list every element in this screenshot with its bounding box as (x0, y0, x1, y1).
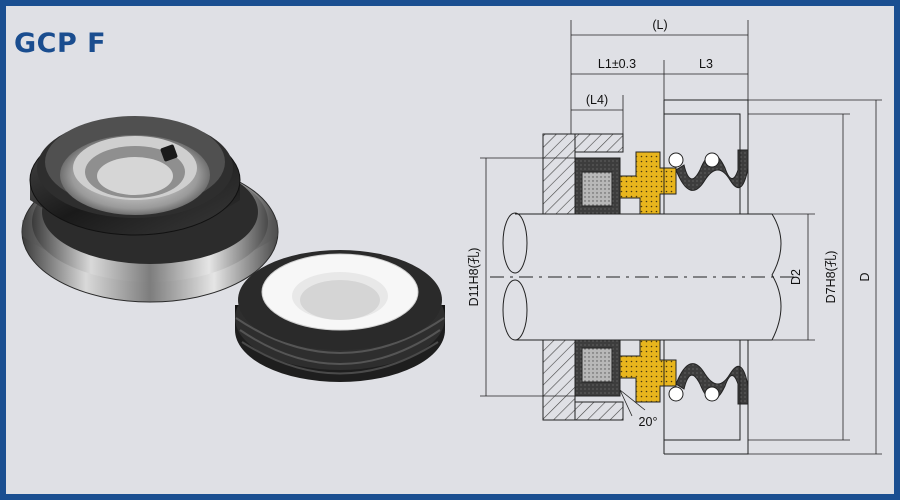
dim-d11: D11H8(孔) (467, 248, 481, 307)
dim-d2: D2 (789, 269, 803, 285)
dim-l1: L1±0.3 (598, 57, 636, 71)
housing-bottom (542, 339, 576, 421)
dimension-lines (480, 20, 882, 455)
seat-ring-photo (235, 250, 445, 382)
seal-assembly-photo (21, 116, 279, 303)
dim-overall-length: (L) (652, 18, 667, 32)
housing-top (542, 133, 576, 215)
dim-l3: L3 (699, 57, 713, 71)
product-title: GCP F (14, 28, 107, 59)
dim-d: D (858, 272, 872, 281)
bellows-bottom (675, 363, 749, 405)
cross-section-drawing (480, 20, 882, 455)
dim-d7: D7H8(孔) (824, 251, 838, 304)
dim-l4: (L4) (586, 93, 608, 107)
dim-angle: 20° (639, 415, 658, 429)
bellows-top (675, 149, 749, 191)
